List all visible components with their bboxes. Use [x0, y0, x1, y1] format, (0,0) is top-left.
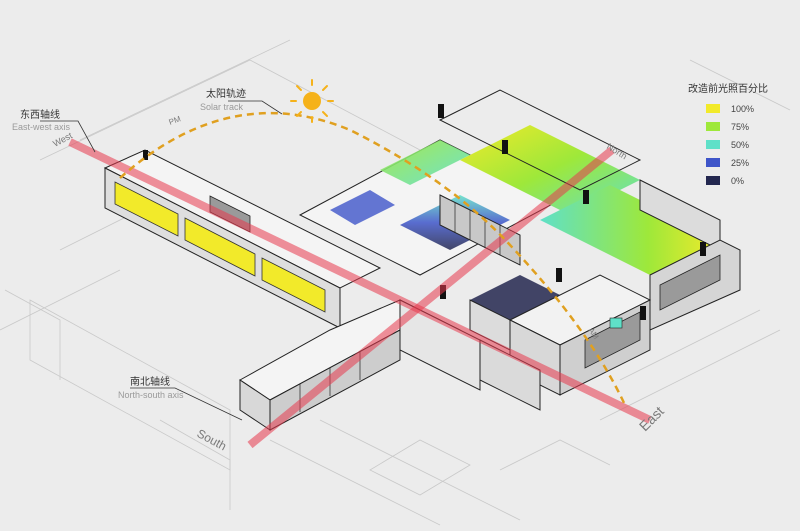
- north-label: North: [605, 141, 629, 161]
- legend-item: 75%: [706, 122, 749, 132]
- legend-item-label: 75%: [731, 122, 749, 132]
- legend-swatch: [706, 158, 720, 167]
- legend-item-label: 100%: [731, 104, 754, 114]
- solar-track-label: 太阳轨迹: [206, 87, 246, 100]
- north-south-axis-label-en: North-south axis: [118, 390, 184, 400]
- legend-item-label: 0%: [731, 176, 744, 186]
- east-west-axis-label-en: East-west axis: [12, 122, 71, 132]
- base-plan-lines: [0, 39, 791, 526]
- legend-item-label: 25%: [731, 158, 749, 168]
- legend-item: 50%: [706, 140, 749, 150]
- solar-track: [119, 111, 627, 406]
- east-west-axis: [68, 138, 652, 424]
- legend-item: 0%: [706, 176, 744, 186]
- sun-icon: [290, 79, 334, 123]
- legend-title: 改造前光照百分比: [688, 82, 768, 95]
- legend-swatch: [706, 104, 720, 113]
- north-south-axis-label: 南北轴线: [130, 375, 170, 388]
- solar-track-label-en: Solar track: [200, 102, 244, 112]
- legend-swatch: [706, 122, 720, 131]
- leader-lines: [40, 100, 283, 421]
- legend: 改造前光照百分比 100% 75% 50% 25% 0%: [688, 82, 768, 186]
- legend-item: 25%: [706, 158, 749, 168]
- pm-label: PM: [168, 114, 183, 127]
- building-model: [103, 89, 741, 431]
- east-west-axis-label: 东西轴线: [20, 108, 60, 121]
- east-label: East: [636, 403, 667, 434]
- legend-item: 100%: [706, 104, 754, 114]
- legend-swatch: [706, 140, 720, 149]
- legend-swatch: [706, 176, 720, 185]
- north-south-axis: [247, 146, 615, 449]
- legend-item-label: 50%: [731, 140, 749, 150]
